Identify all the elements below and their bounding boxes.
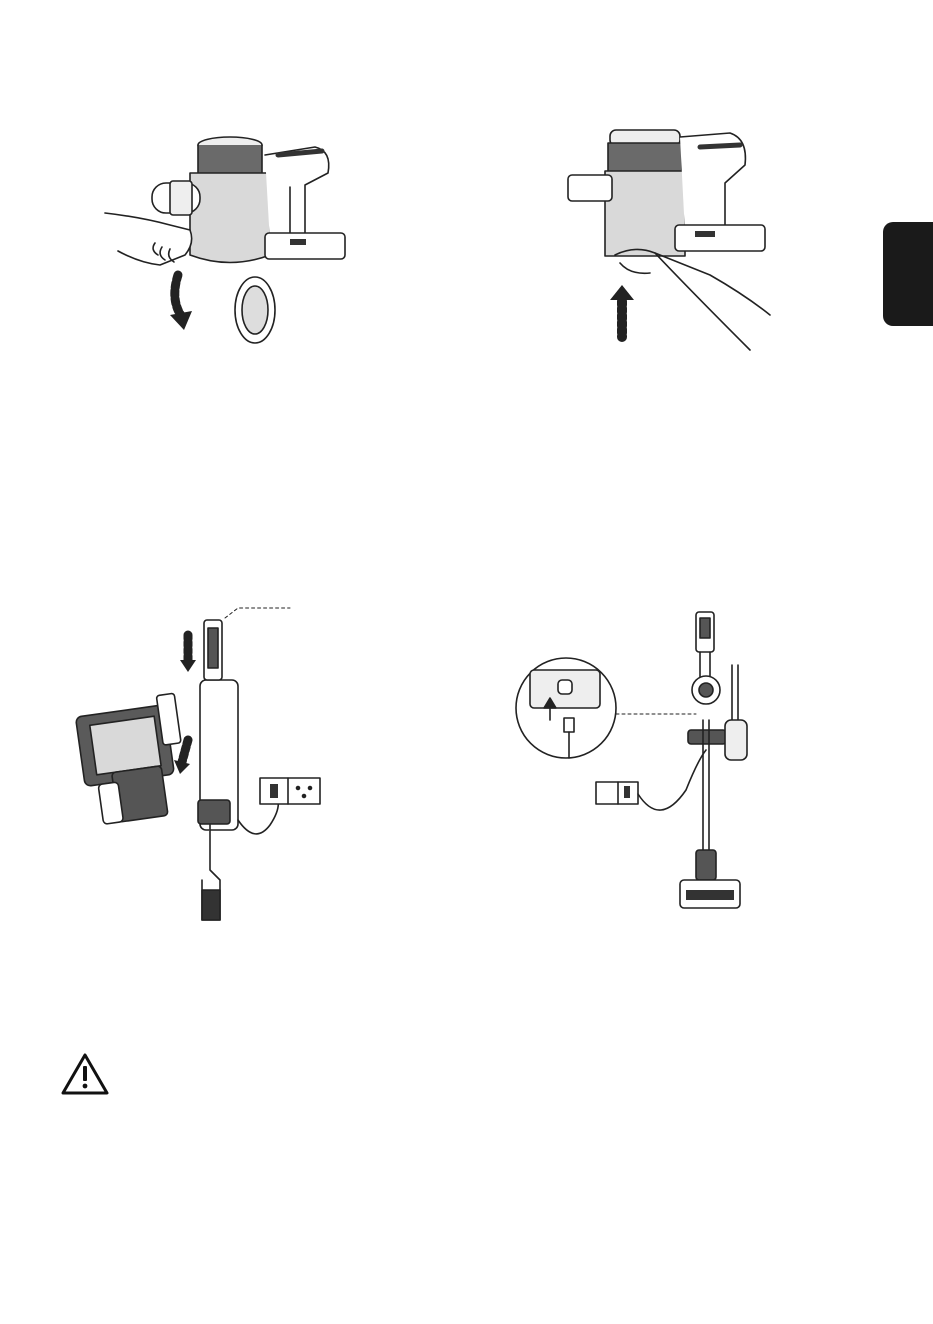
warning-triangle-icon [60, 1052, 110, 1096]
vacuum-handheld-battery-insert-icon [560, 125, 775, 350]
stick-vacuum-charging-icon [510, 610, 760, 915]
wall-mount-charging-icon [70, 600, 330, 925]
vacuum-handheld-dustbin-release-icon [100, 125, 340, 350]
section-tab [883, 222, 933, 326]
figure-dustbin-release [100, 125, 340, 350]
figure-wall-mount-charging [70, 600, 330, 925]
figure-stick-charging [510, 610, 760, 915]
figure-battery-insert [560, 125, 775, 350]
